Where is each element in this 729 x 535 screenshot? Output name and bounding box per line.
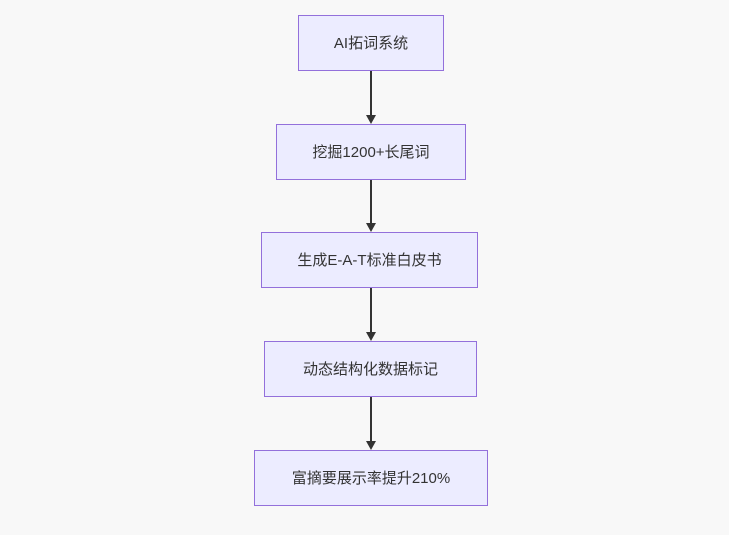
flow-node-longtail-keywords: 挖掘1200+长尾词 [276, 124, 466, 180]
node-label: 挖掘1200+长尾词 [312, 143, 430, 161]
arrow-line [370, 71, 372, 116]
flow-arrow-2 [366, 180, 376, 232]
node-label: AI拓词系统 [333, 34, 409, 52]
flow-node-ai-keyword-system: AI拓词系统 [298, 15, 444, 71]
flow-arrow-1 [366, 71, 376, 124]
flow-arrow-3 [366, 288, 376, 341]
arrowhead-down-icon [366, 441, 376, 450]
arrow-line [370, 288, 372, 333]
flow-arrow-4 [366, 397, 376, 450]
arrowhead-down-icon [366, 115, 376, 124]
arrow-line [370, 180, 372, 224]
flow-node-rich-snippet-rate: 富摘要展示率提升210% [254, 450, 488, 506]
flow-node-structured-data: 动态结构化数据标记 [264, 341, 477, 397]
flow-node-eat-whitepaper: 生成E-A-T标准白皮书 [261, 232, 478, 288]
arrowhead-down-icon [366, 223, 376, 232]
arrow-line [370, 397, 372, 442]
node-label: 生成E-A-T标准白皮书 [297, 251, 442, 269]
node-label: 富摘要展示率提升210% [291, 469, 451, 487]
arrowhead-down-icon [366, 332, 376, 341]
node-label: 动态结构化数据标记 [302, 360, 438, 378]
